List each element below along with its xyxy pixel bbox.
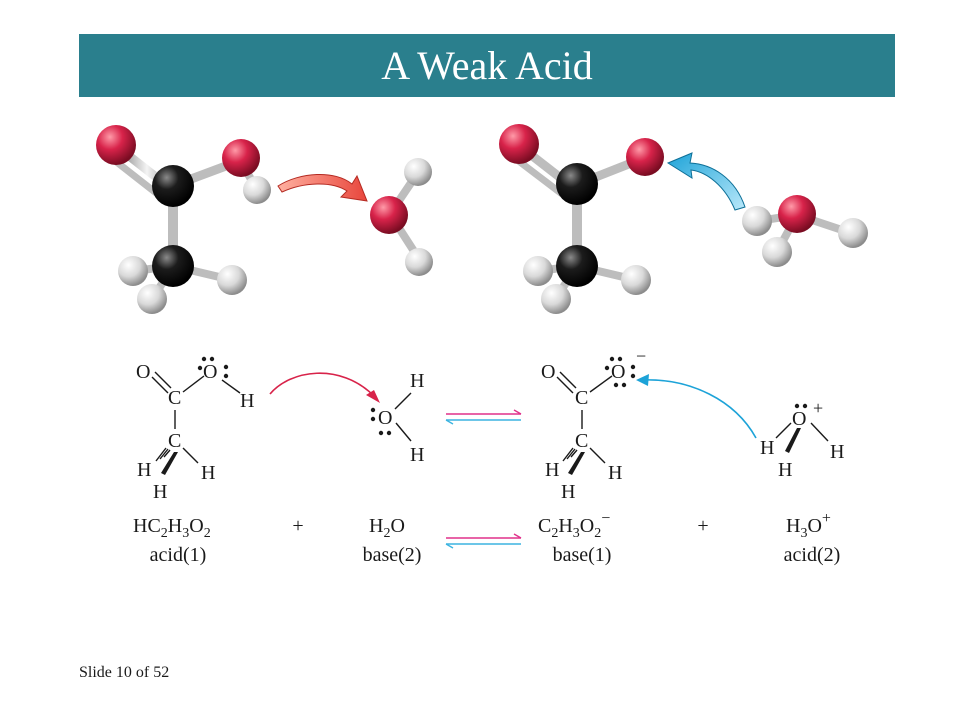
atom-label: H: [201, 462, 215, 484]
charge-label: +: [813, 398, 823, 418]
label-base-2: base(2): [363, 544, 422, 566]
hydrogen-atom: [404, 158, 432, 186]
hydrogen-atom: [405, 248, 433, 276]
acetate-lewis: O C O − C H H H: [541, 346, 646, 503]
formula-acetate: C2H3O2−: [538, 510, 610, 541]
atom-label: C: [168, 430, 181, 452]
hydrogen-atom: [137, 284, 167, 314]
arrowhead-icon: [366, 390, 380, 403]
water-lewis: H O H: [370, 370, 424, 466]
equilibrium-arrows-icon: [445, 409, 522, 425]
oxygen-atom: [370, 196, 408, 234]
proton-transfer-arrow-icon: [666, 152, 746, 211]
atom-label: C: [575, 387, 588, 409]
atom-label: H: [608, 462, 622, 484]
oxygen-atom: [96, 125, 136, 165]
arrowhead-icon: [636, 374, 649, 386]
hydrogen-atom: [243, 176, 271, 204]
hydrogen-atom: [742, 206, 772, 236]
hydrogen-atom: [217, 265, 247, 295]
atom-label: H: [153, 481, 167, 503]
atom-label: O: [611, 361, 625, 383]
label-base-1: base(1): [553, 544, 612, 566]
atom-label: H: [545, 459, 559, 481]
hydrogen-atom: [838, 218, 868, 248]
atom-label: H: [240, 390, 254, 412]
formula-acetic-acid: HC2H3O2: [133, 515, 211, 541]
atom-label: O: [792, 408, 806, 430]
oxygen-atom: [499, 124, 539, 164]
hydrogen-atom: [523, 256, 553, 286]
acetic-acid-lewis: O C O H C H H H: [136, 356, 254, 503]
equilibrium-arrows-icon: [445, 533, 522, 549]
hydrogen-atom: [621, 265, 651, 295]
label-acid-1: acid(1): [150, 544, 207, 566]
hydrogen-atom: [118, 256, 148, 286]
hydrogen-atom: [762, 237, 792, 267]
formula-equation: HC2H3O2 acid(1) + H2O base(2) C2H3O2− ba…: [133, 510, 840, 566]
hydrogen-atom: [541, 284, 571, 314]
atom-label: H: [410, 444, 424, 466]
acetic-acid-model: [96, 125, 271, 314]
formula-hydronium: H3O+: [786, 510, 831, 541]
slide-number: Slide 10 of 52: [79, 664, 170, 681]
atom-label: O: [203, 361, 217, 383]
atom-label: H: [778, 459, 792, 481]
slide-title: A Weak Acid: [381, 43, 593, 88]
atom-label: C: [575, 430, 588, 452]
carbon-atom: [152, 245, 194, 287]
atom-label: H: [561, 481, 575, 503]
oxygen-atom: [626, 138, 664, 176]
plus-sign: +: [697, 515, 708, 537]
acetate-model: [499, 124, 664, 314]
hydronium-model: [742, 195, 868, 267]
atom-label: H: [760, 437, 774, 459]
title-bar: A Weak Acid: [79, 34, 895, 97]
atom-label: O: [136, 361, 150, 383]
carbon-atom: [152, 165, 194, 207]
atom-label: H: [830, 441, 844, 463]
carbon-atom: [556, 245, 598, 287]
charge-label: −: [636, 346, 646, 366]
carbon-atom: [556, 163, 598, 205]
hydronium-lewis: O + H H H: [760, 398, 844, 481]
atom-label: H: [137, 459, 151, 481]
atom-label: H: [410, 370, 424, 392]
oxygen-atom: [778, 195, 816, 233]
formula-water: H2O: [369, 515, 405, 541]
atom-label: C: [168, 387, 181, 409]
atom-label: O: [541, 361, 555, 383]
oxygen-atom: [222, 139, 260, 177]
water-model: [370, 158, 433, 276]
atom-label: O: [378, 407, 392, 429]
label-acid-2: acid(2): [784, 544, 841, 566]
proton-transfer-arrow-icon: [277, 174, 368, 202]
plus-sign: +: [292, 515, 303, 537]
